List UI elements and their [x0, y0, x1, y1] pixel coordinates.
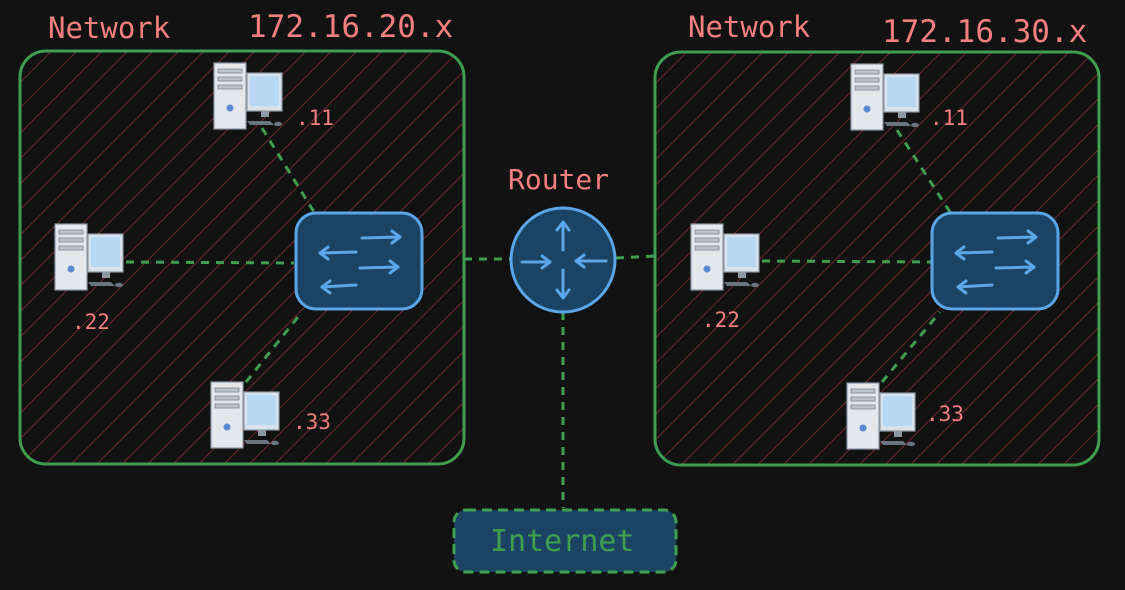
link-left-host-22	[125, 260, 295, 265]
right-host-22-label: .22	[702, 308, 740, 332]
right-network-subnet: 172.16.30.x	[882, 14, 1088, 50]
link-router-right-switch	[615, 254, 656, 260]
left-host-22-label: .22	[72, 310, 110, 334]
link-right-host-33	[880, 311, 942, 383]
left-network-title: Network	[48, 11, 171, 45]
router-icon	[509, 206, 617, 314]
link-left-host-11	[260, 127, 316, 213]
link-right-host-11	[895, 129, 952, 213]
router-label: Router	[508, 163, 610, 196]
right-network-title: Network	[688, 10, 811, 44]
network-links	[125, 127, 952, 508]
left-host-11-label: .11	[296, 106, 334, 130]
right-host-11-label: .11	[930, 106, 968, 130]
right-host-33-label: .33	[926, 402, 964, 426]
internet-label: Internet	[490, 524, 635, 559]
left-network-subnet: 172.16.20.x	[248, 9, 454, 45]
left-host-33-label: .33	[293, 410, 331, 434]
link-right-host-22	[761, 259, 933, 264]
internet-cloud	[452, 508, 678, 574]
left-switch-icon	[294, 211, 424, 311]
network-zone-right	[653, 50, 1101, 467]
right-switch-icon	[930, 211, 1060, 311]
